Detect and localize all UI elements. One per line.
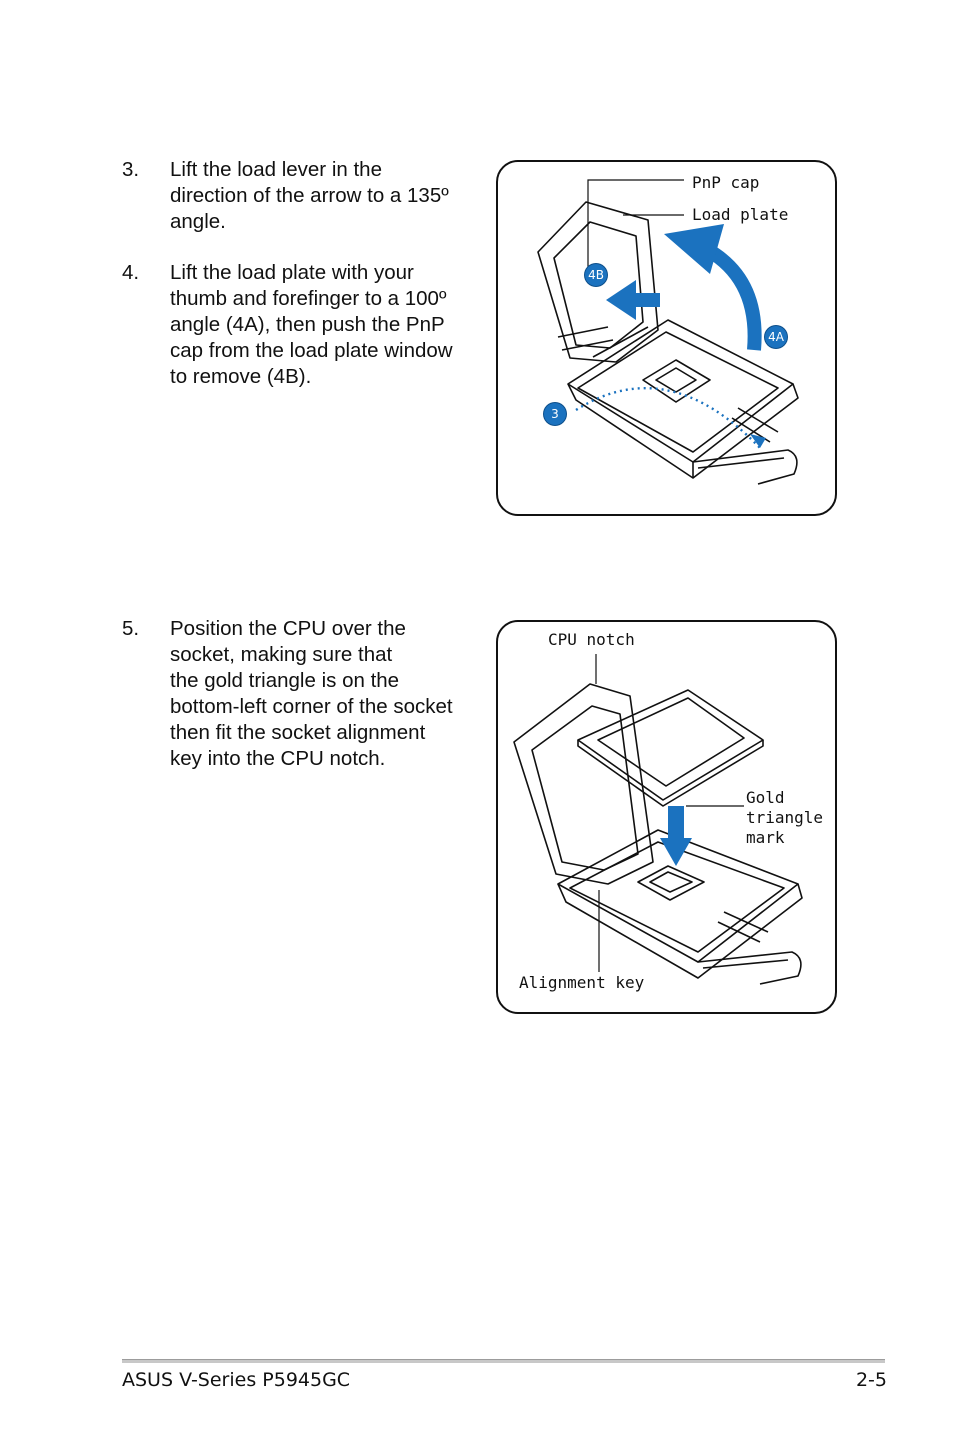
step-badge-3: 3 — [544, 403, 566, 425]
step-line: Lift the load lever in the — [170, 158, 382, 181]
load-plate-label: Load plate — [692, 205, 789, 224]
gold-triangle-label-line3: mark — [746, 828, 785, 847]
step-line: angle (4A), then push the PnP — [170, 313, 445, 336]
step-line: Lift the load plate with your — [170, 261, 414, 284]
step-line: angle. — [170, 210, 226, 233]
socket-illustration — [537, 179, 799, 485]
step-line: direction of the arrow to a 135º — [170, 184, 449, 207]
step-badge-4a: 4A — [765, 326, 787, 348]
step-line: to remove (4B). — [170, 365, 312, 388]
step-line: socket, making sure that — [170, 643, 393, 666]
step-line: bottom-left corner of the socket — [170, 695, 453, 718]
step-number: 5. — [122, 617, 140, 640]
figure-load-plate: PnP cap Load plate 4B 4A 3 — [496, 160, 837, 516]
pnp-cap-label: PnP cap — [692, 173, 760, 192]
footer-divider — [122, 1359, 885, 1363]
step-line: cap from the load plate window — [170, 339, 453, 362]
footer-title: ASUS V-Series P5945GC — [122, 1369, 351, 1391]
gold-triangle-label-line1: Gold — [746, 788, 785, 807]
step-number: 4. — [122, 261, 140, 284]
step-text: Lift the load lever in the direction of … — [170, 157, 449, 235]
figure-cpu-placement: CPU notch Gold triangle mark Alignment k… — [496, 620, 837, 1014]
cpu-notch-label: CPU notch — [548, 630, 635, 649]
step-line: the gold triangle is on the — [170, 669, 400, 692]
page-number: 2-5 — [855, 1369, 887, 1391]
step-line: then fit the socket alignment — [170, 721, 426, 744]
alignment-key-label: Alignment key — [519, 973, 645, 992]
gold-triangle-label-line2: triangle — [746, 808, 824, 827]
step-text: Position the CPU over the socket, making… — [170, 616, 453, 772]
step-line: key into the CPU notch. — [170, 747, 386, 770]
step-badge-4b: 4B — [585, 264, 607, 286]
cpu-socket-illustration — [513, 654, 803, 985]
step-line: thumb and forefinger to a 100º — [170, 287, 447, 310]
step-number: 3. — [122, 158, 140, 181]
step-line: Position the CPU over the — [170, 617, 406, 640]
step-text: Lift the load plate with your thumb and … — [170, 260, 453, 390]
